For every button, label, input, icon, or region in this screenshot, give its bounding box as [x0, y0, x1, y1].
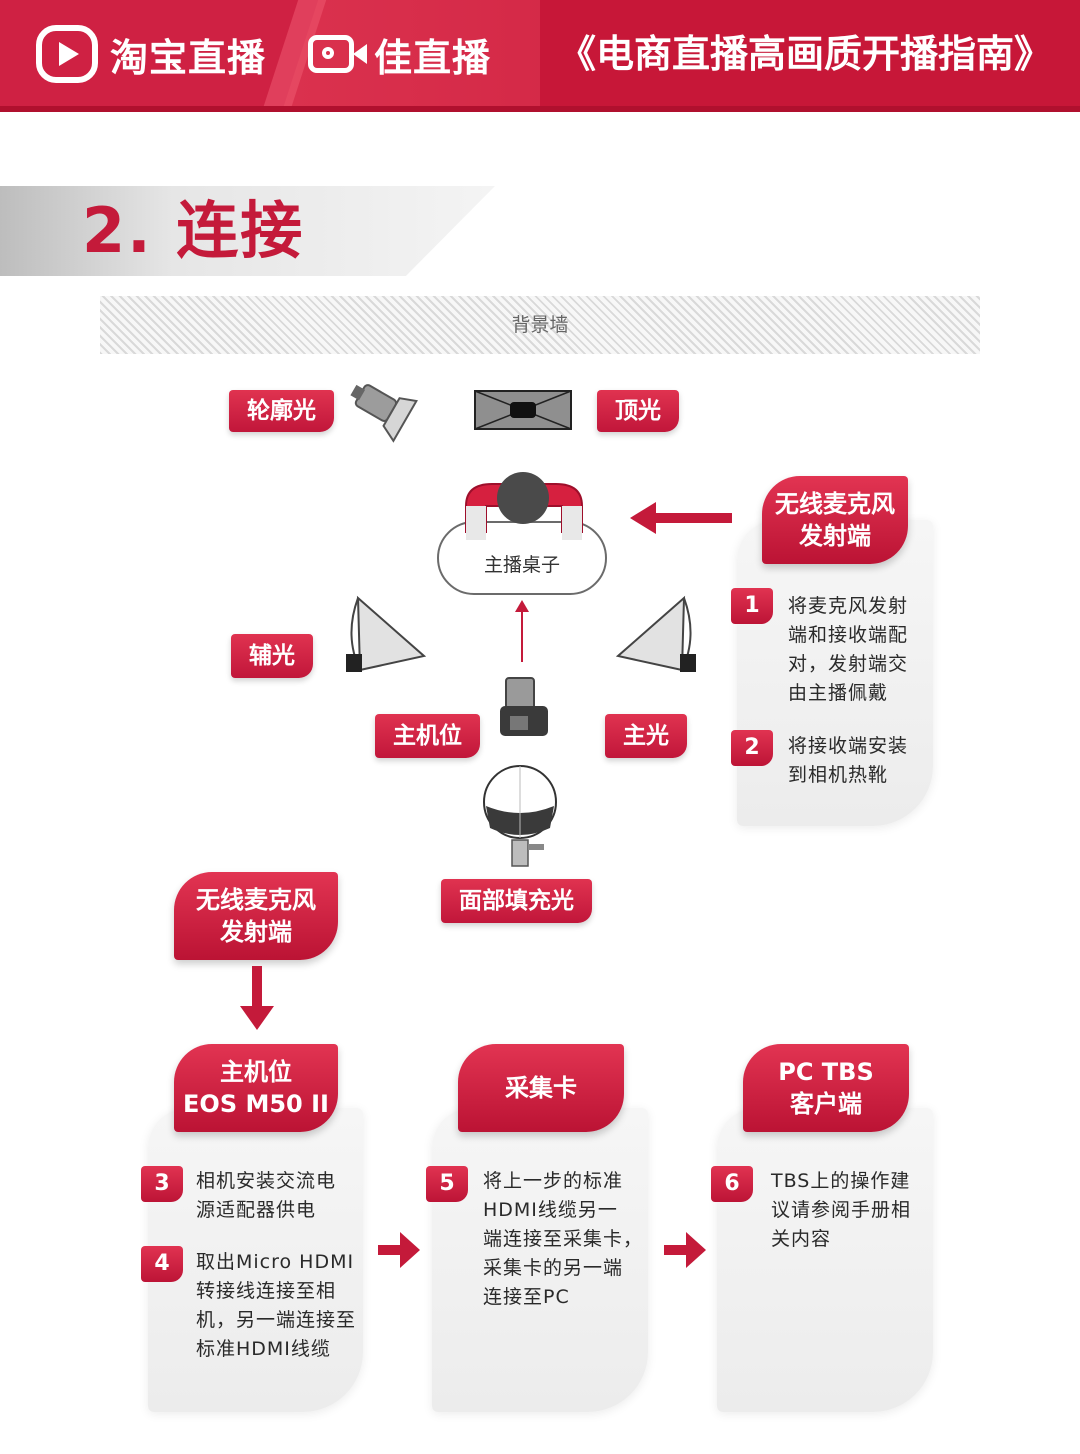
step-badge-3: 3: [141, 1166, 183, 1202]
main-camera-label: 主机位: [393, 723, 462, 749]
step-5-text: 将上一步的标准 HDMI线缆另一 端连接至采集卡， 采集卡的另一端 连接至PC: [483, 1170, 644, 1308]
fill-softbox-icon: [346, 595, 427, 672]
key-light-tag: 主光: [605, 714, 687, 758]
step-2-text: 将接收端安装 到相机热靴: [788, 735, 909, 786]
lantern-light-icon: [483, 765, 557, 867]
flow-arrow-down: [240, 966, 274, 1030]
pc-card-header: PC TBS 客户端: [743, 1044, 909, 1132]
brand-name-1: 淘宝直播: [110, 35, 267, 80]
fill-light-label: 辅光: [249, 643, 295, 669]
flow-arrow-right-1: [378, 1232, 420, 1268]
step-1-text: 将麦克风发射 端和接收端配 对，发射端交 由主播佩戴: [788, 595, 909, 704]
capture-card: [432, 1108, 648, 1412]
background-wall: 背景墙: [100, 296, 980, 354]
rim-light-tag: 轮廓光: [229, 390, 334, 432]
play-logo-icon: [36, 25, 98, 83]
step-badge-5: 5: [426, 1166, 468, 1202]
mic-card: [737, 520, 933, 826]
mic-card-header: 无线麦克风 发射端: [762, 476, 908, 564]
main-camera-tag: 主机位: [375, 714, 480, 758]
top-softbox-icon: [474, 390, 572, 430]
guide-title: 《电商直播高画质开播指南》: [557, 32, 1052, 76]
camera-arrow-up: [515, 600, 529, 662]
fill-light-tag: 辅光: [231, 634, 313, 678]
flow-mic-title-1: 无线麦克风: [196, 886, 316, 914]
mic-arrow-left: [630, 502, 732, 534]
flow-mic-tag: 无线麦克风 发射端: [174, 872, 338, 960]
face-fill-tag: 面部填充光: [441, 879, 592, 923]
camera-logo-icon: [308, 35, 367, 73]
face-fill-label: 面部填充光: [459, 888, 574, 914]
section-title: 2. 连接: [82, 194, 305, 267]
step-badge-6: 6: [711, 1166, 753, 1202]
top-light-label: 顶光: [615, 398, 661, 424]
step-6-text: TBS上的操作建 议请参阅手册相 关内容: [771, 1170, 912, 1250]
key-light-label: 主光: [623, 723, 669, 749]
camera-card-header: 主机位 EOS M50 II: [174, 1044, 338, 1132]
pc-card-title-1: PC TBS: [778, 1058, 874, 1086]
camera-icon: [500, 677, 548, 736]
step-3-text: 相机安装交流电 源适配器供电: [196, 1170, 337, 1221]
rim-light-label: 轮廓光: [247, 398, 316, 424]
pc-card: [717, 1108, 933, 1412]
background-wall-label: 背景墙: [511, 314, 569, 336]
mic-card-title-1: 无线麦克风: [775, 490, 895, 518]
top-light-tag: 顶光: [597, 390, 679, 432]
brand-name-2: 佳直播: [374, 35, 492, 80]
spotlight-icon: [350, 384, 418, 443]
step-badge-2: 2: [731, 730, 773, 766]
pc-card-title-2: 客户端: [790, 1090, 862, 1118]
flow-arrow-right-2: [664, 1232, 706, 1268]
capture-card-title: 采集卡: [505, 1074, 577, 1102]
key-softbox-icon: [615, 595, 696, 672]
header-banner: 淘宝直播 佳直播 《电商直播高画质开播指南》: [0, 0, 1080, 112]
mic-card-title-2: 发射端: [799, 522, 871, 550]
header-edge: [0, 106, 1080, 112]
camera-card: [148, 1108, 363, 1412]
step-badge-1: 1: [731, 588, 773, 624]
capture-card-header: 采集卡: [458, 1044, 624, 1132]
taobao-live-brand: 淘宝直播: [36, 24, 266, 84]
section-title-band: [0, 186, 495, 276]
desk-label: 主播桌子: [483, 554, 560, 576]
camera-card-title-2: EOS M50 II: [183, 1090, 329, 1118]
host-desk-icon: [437, 472, 607, 595]
step-badge-4: 4: [141, 1246, 183, 1282]
header-stripe: [540, 0, 1080, 112]
camera-card-title-1: 主机位: [220, 1058, 292, 1086]
flow-mic-title-2: 发射端: [220, 918, 292, 946]
step-4-text: 取出Micro HDMI 转接线连接至相 机，另一端连接至 标准HDMI线缆: [196, 1251, 357, 1360]
jia-live-brand: 佳直播: [308, 24, 491, 84]
